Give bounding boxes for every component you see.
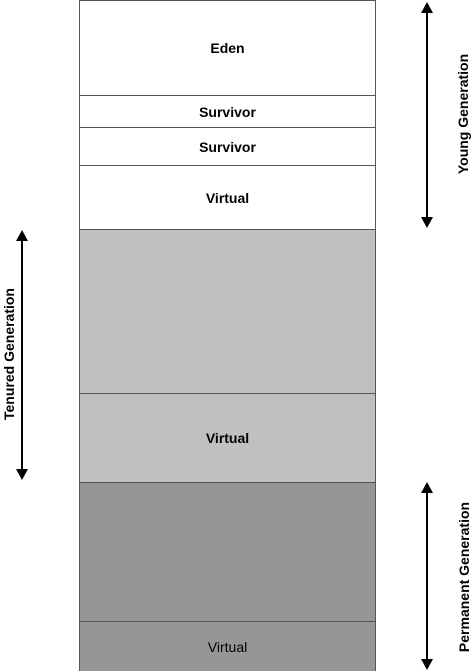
young-generation-arrow bbox=[421, 2, 433, 228]
young-virtual-label: Virtual bbox=[205, 189, 250, 206]
tenured-block bbox=[80, 230, 375, 394]
survivor-block-2: Survivor bbox=[80, 128, 375, 166]
permanent-generation-label: Permanent Generation bbox=[456, 501, 472, 653]
permanent-virtual-block: Virtual bbox=[80, 622, 375, 671]
arrow-up-icon bbox=[421, 482, 433, 493]
survivor-label-1: Survivor bbox=[199, 103, 256, 120]
tenured-generation-arrow bbox=[16, 230, 28, 480]
arrow-down-icon bbox=[16, 469, 28, 480]
permanent-generation-arrow bbox=[421, 482, 433, 670]
eden-label: Eden bbox=[210, 40, 245, 56]
young-generation-label: Young Generation bbox=[455, 53, 471, 175]
survivor-block-1: Survivor bbox=[80, 96, 375, 128]
arrow-up-icon bbox=[421, 2, 433, 13]
arrow-down-icon bbox=[421, 659, 433, 670]
eden-block: Eden bbox=[80, 1, 375, 96]
tenured-generation-label: Tenured Generation bbox=[1, 288, 17, 420]
arrow-up-icon bbox=[16, 230, 28, 241]
arrow-down-icon bbox=[421, 217, 433, 228]
young-virtual-block: Virtual bbox=[80, 166, 375, 230]
permanent-virtual-label: Virtual bbox=[207, 638, 248, 655]
tenured-virtual-block: Virtual bbox=[80, 394, 375, 483]
heap-stack: Eden Survivor Survivor Virtual Virtual V… bbox=[79, 0, 376, 671]
permanent-block bbox=[80, 483, 375, 622]
survivor-label-2: Survivor bbox=[199, 138, 256, 155]
tenured-virtual-label: Virtual bbox=[205, 430, 250, 446]
